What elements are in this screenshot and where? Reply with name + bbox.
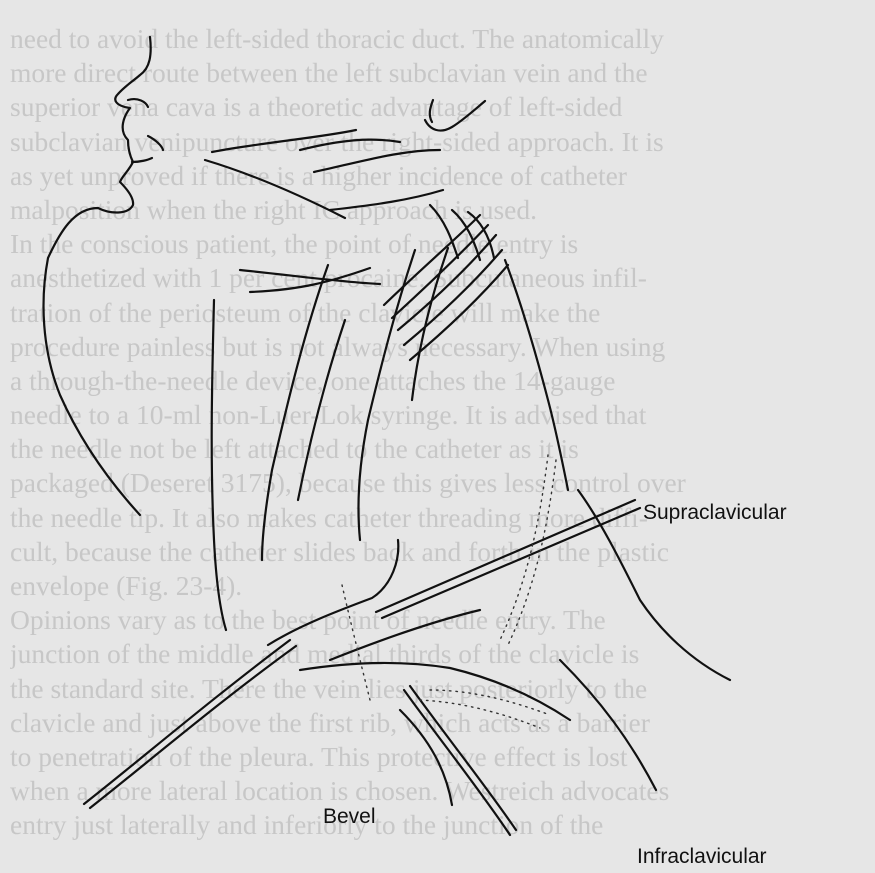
muscle-fiber <box>384 215 480 305</box>
muscle-fiber <box>314 150 440 172</box>
bevel-label: Bevel <box>323 805 376 829</box>
rib-curve <box>300 663 570 720</box>
arm-line <box>560 660 656 790</box>
clavicle-and-needles <box>84 490 730 835</box>
muscle-fiber <box>410 265 508 360</box>
muscle-fiber <box>330 190 443 210</box>
rib-curve-lower <box>400 710 452 805</box>
bevel-needle-b <box>90 646 296 808</box>
clavicle-lower <box>330 610 480 660</box>
jaw-hint <box>132 158 152 162</box>
ear-hook <box>425 101 485 131</box>
neck-muscles <box>205 130 508 360</box>
neck-line <box>212 300 226 630</box>
stipple-band <box>342 585 370 700</box>
muscle-fiber <box>300 140 400 150</box>
ear-top <box>430 100 433 122</box>
supraclavicular-label: Supraclavicular <box>643 501 787 525</box>
neck-outlines <box>212 248 568 630</box>
head-profile <box>44 37 485 515</box>
infraclavicular-label: Infraclavicular <box>637 845 767 869</box>
neck-line <box>358 250 415 540</box>
neck-line <box>298 320 345 500</box>
stippling <box>342 455 556 728</box>
nostril-mark <box>128 99 148 107</box>
infraclavicular-needle-a <box>404 690 510 835</box>
mouth-line <box>148 136 163 150</box>
clavicle <box>268 540 398 645</box>
muscle-fiber <box>212 130 356 152</box>
neck-line <box>505 260 568 490</box>
face-outline <box>44 37 151 515</box>
muscle-fiber <box>250 268 370 292</box>
bevel-needle-a <box>84 640 290 804</box>
muscle-fiber <box>404 250 502 345</box>
infraclavicular-needle-b <box>410 686 516 830</box>
